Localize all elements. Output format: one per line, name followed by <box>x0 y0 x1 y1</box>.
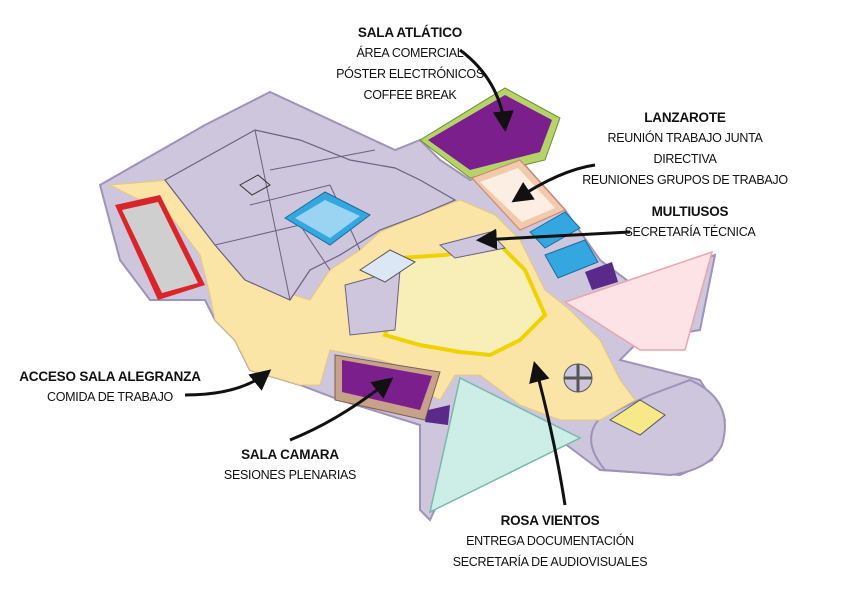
arrow-lanzarote <box>511 163 596 203</box>
arrow-atlantico <box>459 48 514 133</box>
label-lanzarote: LANZAROTE REUNIÓN TRABAJO JUNTA DIRECTIV… <box>575 107 795 191</box>
rosa-vientos-line-1: ENTREGA DOCUMENTACIÓN <box>466 534 634 548</box>
sala-atlantico-line-1: ÁREA COMERCIAL <box>356 46 464 60</box>
sala-atlantico-room <box>419 87 561 179</box>
round-room <box>590 378 726 477</box>
multiusos-line-1: SECRETARÍA TÉCNICA <box>624 225 756 239</box>
sala-atlantico-line-2: PÓSTER ELECTRÓNICOS <box>336 67 484 81</box>
round-room-stairs <box>358 249 666 436</box>
sala-camara-line-1: SESIONES PLENARIAS <box>223 468 357 482</box>
label-sala-camara: SALA CAMARA SESIONES PLENARIAS <box>205 444 375 486</box>
sala-atlantico-title: SALA ATLÁTICO <box>357 25 463 40</box>
label-rosa-vientos: ROSA VIENTOS ENTREGA DOCUMENTACIÓN SECRE… <box>445 510 655 573</box>
callout-arrows <box>184 48 631 506</box>
sala-camara-title: SALA CAMARA <box>241 447 339 462</box>
multiusos-title: MULTIUSOS <box>651 204 729 219</box>
acceso-sala-alegranza-title: ACCESO SALA ALEGRANZA <box>19 369 201 384</box>
arrow-multiusos <box>475 228 631 250</box>
left-room <box>115 195 205 300</box>
label-acceso-sala-alegranza: ACCESO SALA ALEGRANZA COMIDA DE TRABAJO <box>15 366 205 408</box>
teal-triangle-room <box>428 376 582 514</box>
pink-triangle-room <box>563 250 714 351</box>
label-sala-atlantico: SALA ATLÁTICO ÁREA COMERCIAL PÓSTER ELEC… <box>300 22 520 106</box>
service-room-right <box>529 211 618 290</box>
acceso-sala-alegranza-line-1: COMIDA DE TRABAJO <box>47 390 173 404</box>
central-hall <box>344 231 548 358</box>
arrow-rosa-vientos <box>529 360 567 506</box>
lanzarote-line-2: REUNIONES GRUPOS DE TRABAJO <box>582 173 788 187</box>
lanzarote-line-1: REUNIÓN TRABAJO JUNTA DIRECTIVA <box>607 131 763 166</box>
sala-atlantico-line-3: COFFEE BREAK <box>363 88 457 102</box>
rosa-vientos-title: ROSA VIENTOS <box>500 513 600 528</box>
arrow-camara <box>289 377 394 442</box>
arrow-alegranza <box>184 369 272 397</box>
rosa-vientos-line-2: SECRETARÍA DE AUDIOVISUALES <box>452 555 648 569</box>
label-multiusos: MULTIUSOS SECRETARÍA TÉCNICA <box>610 201 770 243</box>
service-room-left <box>284 191 371 246</box>
lanzarote-title: LANZAROTE <box>644 110 726 125</box>
compass-rose-icon <box>563 363 593 393</box>
